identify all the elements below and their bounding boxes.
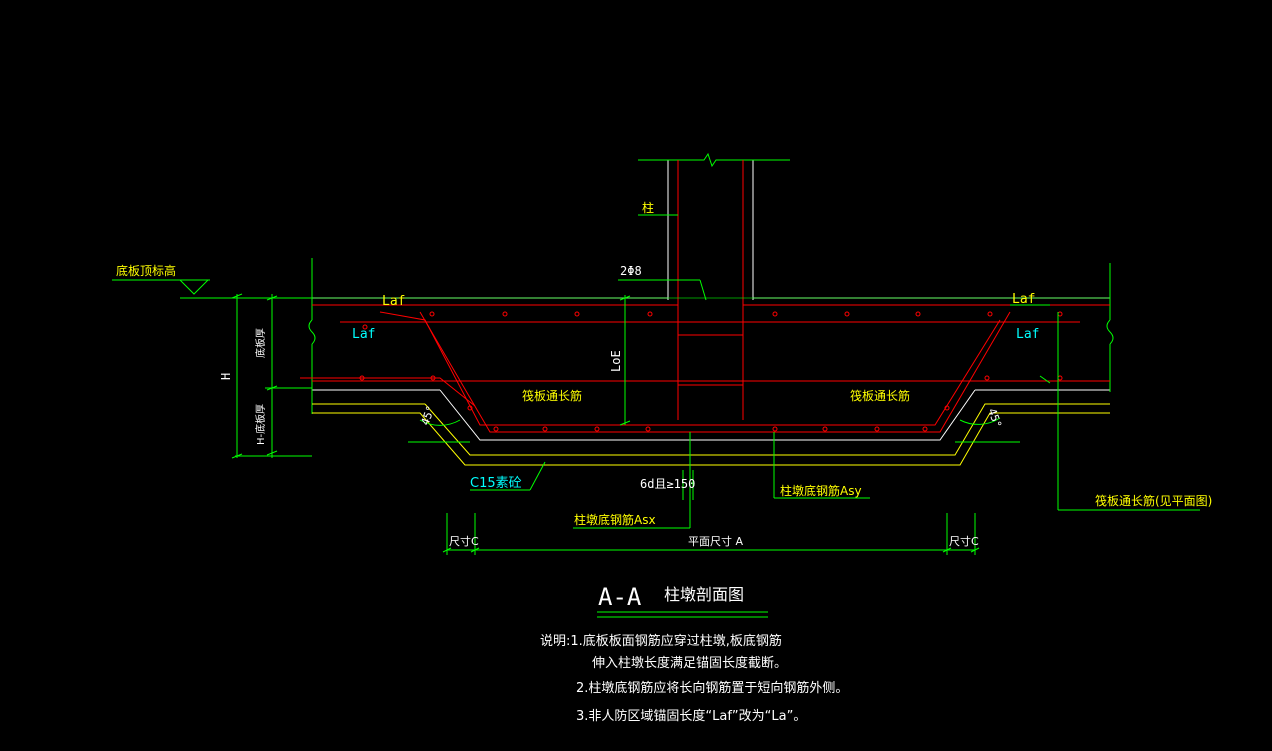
h-dim-label: H xyxy=(219,373,233,380)
dim-c-right-label: 尺寸C xyxy=(949,534,979,548)
laf-label-right: Laf xyxy=(1016,327,1039,342)
slab-edge-lines xyxy=(308,258,1114,414)
laf-label-top-right: Laf xyxy=(1012,292,1035,307)
slab-top-elev-label: 底板顶标高 xyxy=(116,263,176,278)
column-rebar xyxy=(677,160,744,420)
section-name: 柱墩剖面图 xyxy=(664,585,744,604)
cap-rebar xyxy=(300,311,1080,433)
cap-outline xyxy=(439,389,976,441)
two-phi8-label: 2Φ8 xyxy=(620,264,642,278)
laf-label-top-left: Laf xyxy=(382,294,405,309)
note-line-1: 说明:1.底板板面钢筋应穿过柱墩,板底钢筋 xyxy=(540,633,782,649)
dim-c-left-label: 尺寸C xyxy=(449,534,479,548)
raft-long-bar-note-label: 筏板通长筋(见平面图) xyxy=(1095,493,1212,508)
slab-thickness-label: 底板厚 xyxy=(254,328,267,358)
angle-right-label: 45° xyxy=(985,407,1004,430)
c15-label: C15素砼 xyxy=(470,476,522,491)
asx-label: 柱墩底钢筋Asx xyxy=(574,512,656,527)
asy-label: 柱墩底钢筋Asy xyxy=(780,483,862,498)
spacing-label: 6d且≥150 xyxy=(640,477,695,491)
laf-label-left: Laf xyxy=(352,327,375,342)
raft-long-bar-right-label: 筏板通长筋 xyxy=(850,388,910,403)
dim-a-label: 平面尺寸 A xyxy=(688,534,743,548)
section-title: A-A xyxy=(598,583,642,611)
leader-lines xyxy=(112,214,1200,618)
angle-left-label: 45° xyxy=(419,404,438,427)
rebar-dots xyxy=(359,311,1063,432)
c15-cushion xyxy=(312,403,1110,466)
raft-long-bar-left-label: 筏板通长筋 xyxy=(522,388,582,403)
note-line-2: 2.柱墩底钢筋应将长向钢筋置于短向钢筋外侧。 xyxy=(576,680,848,696)
loe-label: LoE xyxy=(609,350,623,372)
column-break-line xyxy=(638,152,790,168)
note-line-3: 3.非人防区域锚固长度“Laf”改为“La”。 xyxy=(576,708,806,724)
column-label: 柱 xyxy=(642,200,654,215)
note-line-1b: 伸入柱墩长度满足锚固长度截断。 xyxy=(592,655,787,671)
h-minus-slab-label: H-底板厚 xyxy=(254,404,267,445)
column-outline xyxy=(667,160,754,300)
